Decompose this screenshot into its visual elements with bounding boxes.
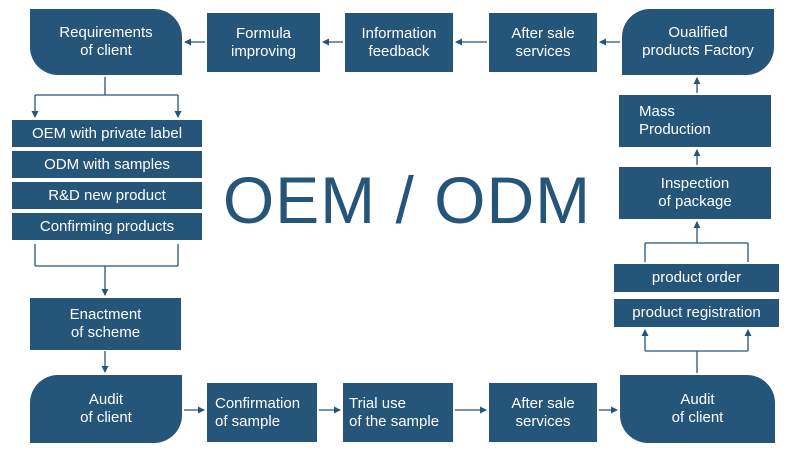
option-oem-private-label: OEM with private label <box>12 120 202 147</box>
option-odm-samples: ODM with samples <box>12 151 202 178</box>
diagram-title: OEM / ODM <box>222 163 592 237</box>
node-after-sale-services-bottom: After sale services <box>489 383 597 442</box>
node-trial-use-of-sample: Trial use of the sample <box>343 383 453 442</box>
node-audit-of-client-right: Audit of client <box>620 375 775 443</box>
node-inspection-of-package: Inspection of package <box>619 167 771 219</box>
node-product-order: product order <box>614 264 779 292</box>
node-requirements-of-client: Requirements of client <box>30 9 182 75</box>
node-information-feedback: Information feedback <box>345 13 453 72</box>
node-confirmation-of-sample: Confirmation of sample <box>207 383 317 442</box>
node-audit-of-client-left: Audit of client <box>30 375 182 443</box>
options-stack: OEM with private label ODM with samples … <box>12 120 202 242</box>
option-rd-new-product: R&D new product <box>12 182 202 209</box>
node-product-registration: product registration <box>614 299 779 327</box>
node-after-sale-services-top: After sale services <box>489 13 597 72</box>
option-confirming-products: Confirming products <box>12 213 202 240</box>
node-qualified-products-factory: Oualified products Factory <box>622 9 774 75</box>
node-enactment-of-scheme: Enactment of scheme <box>30 298 181 350</box>
node-mass-production: Mass Production <box>619 95 771 147</box>
node-formula-improving: Formula improving <box>207 13 320 72</box>
